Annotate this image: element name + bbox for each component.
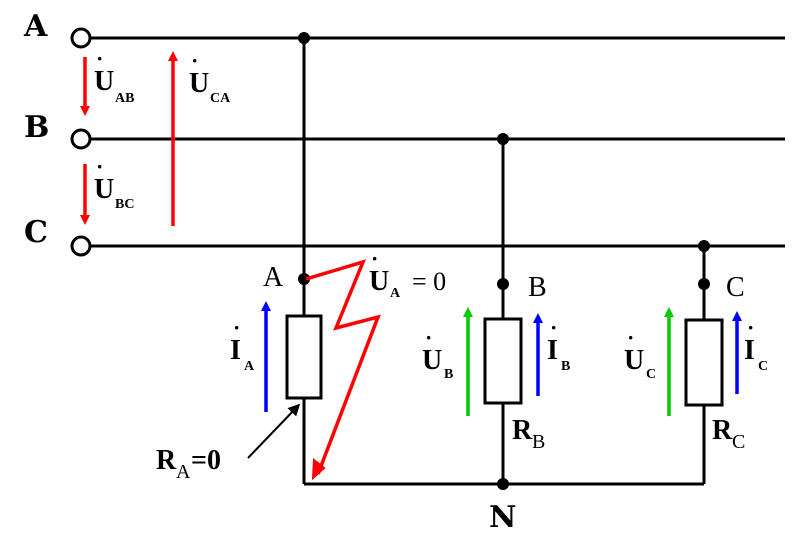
node-b-dot bbox=[497, 278, 509, 290]
node-label-c: C bbox=[726, 272, 745, 303]
uab-label: · U AB bbox=[94, 46, 134, 106]
svg-text:·: · bbox=[96, 154, 103, 179]
terminals bbox=[70, 27, 92, 257]
junctions bbox=[298, 32, 710, 490]
ib-label: · I B bbox=[547, 315, 570, 374]
fault-arrowhead bbox=[311, 458, 326, 481]
resistors bbox=[285, 314, 724, 407]
ubc-label: · U BC bbox=[94, 154, 134, 212]
svg-text:U: U bbox=[94, 66, 114, 97]
terminal-b bbox=[70, 128, 92, 150]
node-a-dot bbox=[298, 273, 310, 285]
svg-text:R: R bbox=[156, 445, 177, 476]
svg-text:·: · bbox=[191, 48, 198, 73]
svg-text:C: C bbox=[646, 367, 656, 382]
resistor-c bbox=[684, 318, 724, 407]
terminal-a bbox=[70, 27, 92, 49]
svg-text:U: U bbox=[422, 345, 442, 376]
node-label-n: N bbox=[489, 500, 516, 535]
line-label-b: B bbox=[24, 110, 49, 145]
svg-text:·: · bbox=[550, 315, 557, 340]
line-label-a: A bbox=[23, 9, 48, 44]
terminal-c bbox=[70, 235, 92, 257]
svg-text:·: · bbox=[425, 325, 432, 350]
svg-text:B: B bbox=[444, 367, 453, 382]
svg-text:A: A bbox=[390, 286, 401, 301]
svg-text:= 0: = 0 bbox=[412, 267, 446, 296]
ic-label: · I C bbox=[744, 315, 768, 374]
svg-text:·: · bbox=[627, 325, 634, 350]
svg-text:·: · bbox=[96, 46, 103, 71]
svg-text:=0: =0 bbox=[191, 445, 221, 476]
node-n-dot bbox=[497, 478, 509, 490]
uc-label: · U C bbox=[624, 325, 656, 382]
svg-text:U: U bbox=[369, 266, 389, 297]
uca-label: · U CA bbox=[189, 48, 231, 106]
fault-zigzag bbox=[305, 259, 381, 475]
svg-text:U: U bbox=[189, 68, 209, 99]
svg-text:·: · bbox=[371, 246, 378, 271]
node-label-a: A bbox=[263, 262, 284, 293]
svg-text:B: B bbox=[532, 431, 545, 453]
ia-label: · I A bbox=[230, 315, 255, 374]
supply-lines bbox=[90, 36, 785, 248]
svg-text:B: B bbox=[561, 359, 570, 374]
svg-text:·: · bbox=[747, 315, 754, 340]
resistor-b bbox=[483, 317, 523, 405]
rb-label: R B bbox=[512, 415, 545, 453]
svg-text:I: I bbox=[547, 335, 558, 366]
node-label-b: B bbox=[528, 272, 547, 303]
ra-pointer bbox=[247, 403, 301, 459]
svg-text:C: C bbox=[732, 431, 745, 453]
svg-text:·: · bbox=[233, 315, 240, 340]
svg-text:A: A bbox=[176, 461, 191, 483]
junction-b-top bbox=[497, 133, 509, 145]
svg-text:I: I bbox=[230, 335, 241, 366]
svg-text:AB: AB bbox=[115, 91, 134, 106]
resistor-a bbox=[285, 314, 323, 400]
ub-label: · U B bbox=[422, 325, 453, 382]
line-label-c: C bbox=[24, 215, 48, 250]
svg-text:C: C bbox=[758, 359, 768, 374]
svg-text:I: I bbox=[744, 335, 755, 366]
fault-voltage-label: · U A = 0 bbox=[369, 246, 446, 301]
svg-text:BC: BC bbox=[115, 197, 134, 212]
svg-text:CA: CA bbox=[210, 91, 231, 106]
ra-label: R A =0 bbox=[156, 445, 221, 483]
svg-text:A: A bbox=[244, 359, 255, 374]
junction-a-top bbox=[298, 32, 310, 44]
node-c-dot bbox=[698, 278, 710, 290]
svg-text:R: R bbox=[712, 415, 733, 446]
svg-text:U: U bbox=[94, 174, 114, 205]
svg-text:R: R bbox=[512, 415, 533, 446]
rc-label: R C bbox=[712, 415, 745, 453]
junction-c-top bbox=[698, 240, 710, 252]
svg-text:U: U bbox=[624, 345, 644, 376]
